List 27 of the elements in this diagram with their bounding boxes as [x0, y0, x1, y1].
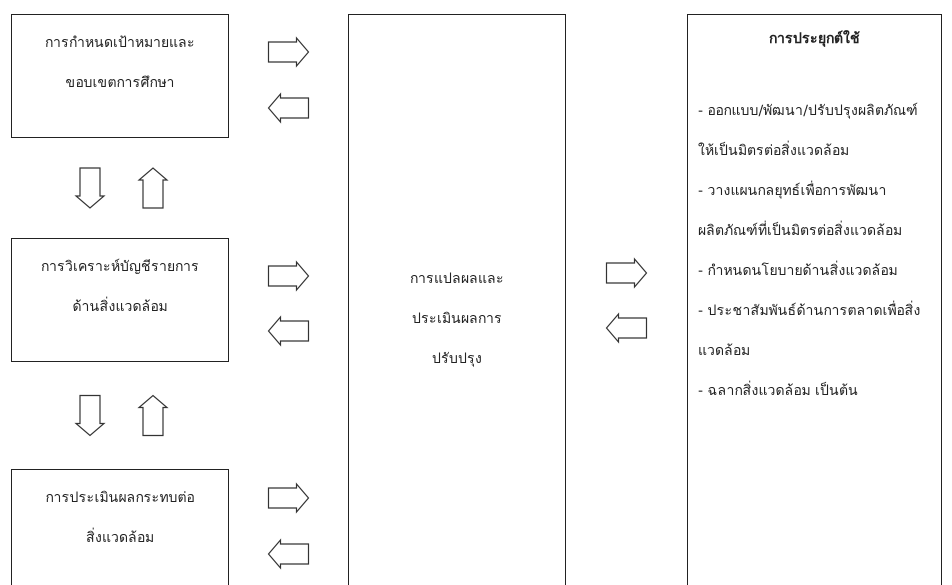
block-arrow	[137, 394, 169, 436]
block-arrow	[606, 312, 648, 344]
bullet-text: - ออกแบบ/พัฒนา/ปรับปรุงผลิตภัณฑ์ให้เป็นมิตรต่อสิ่งแวดล้อม	[698, 102, 919, 161]
block-arrow	[74, 394, 106, 436]
process-box	[11, 469, 229, 585]
block-arrow	[268, 36, 310, 68]
box-text: การประเมินผลกระทบต่อสิ่งแวดล้อม	[44, 489, 196, 548]
box-text: การแปลผลและประเมินผลการปรับปรุง	[409, 270, 505, 369]
process-box	[348, 14, 566, 585]
box-text: การวิเคราะห์บัญชีรายการด้านสิ่งแวดล้อม	[40, 258, 200, 317]
bullet-text: - วางแผนกลยุทธ์เพื่อการพัฒนาผลิตภัณฑ์ที่เป็นมิตรต่อสิ่งแวดล้อม	[698, 171, 931, 251]
block-arrow	[268, 482, 310, 514]
heading-text: การประยุกต์ใช้	[768, 29, 861, 49]
box-text: การกำหนดเป้าหมายและขอบเขตการศึกษา	[44, 34, 196, 93]
process-box	[11, 14, 229, 138]
block-arrow	[268, 315, 310, 347]
process-box	[11, 238, 229, 362]
block-arrow	[137, 167, 169, 209]
block-arrow	[74, 167, 106, 209]
block-arrow	[268, 538, 310, 570]
bullet-text: - ฉลากสิ่งแวดล้อม เป็นต้น	[698, 371, 931, 411]
block-arrow	[268, 260, 310, 292]
block-arrow	[268, 92, 310, 124]
process-box	[687, 14, 942, 585]
bullet-text: - ประชาสัมพันธ์ด้านการตลาดเพื่อสิ่งแวดล้อม	[698, 291, 931, 371]
bullet-text: - กำหนดนโยบายด้านสิ่งแวดล้อม	[698, 251, 931, 291]
block-arrow	[606, 257, 648, 289]
